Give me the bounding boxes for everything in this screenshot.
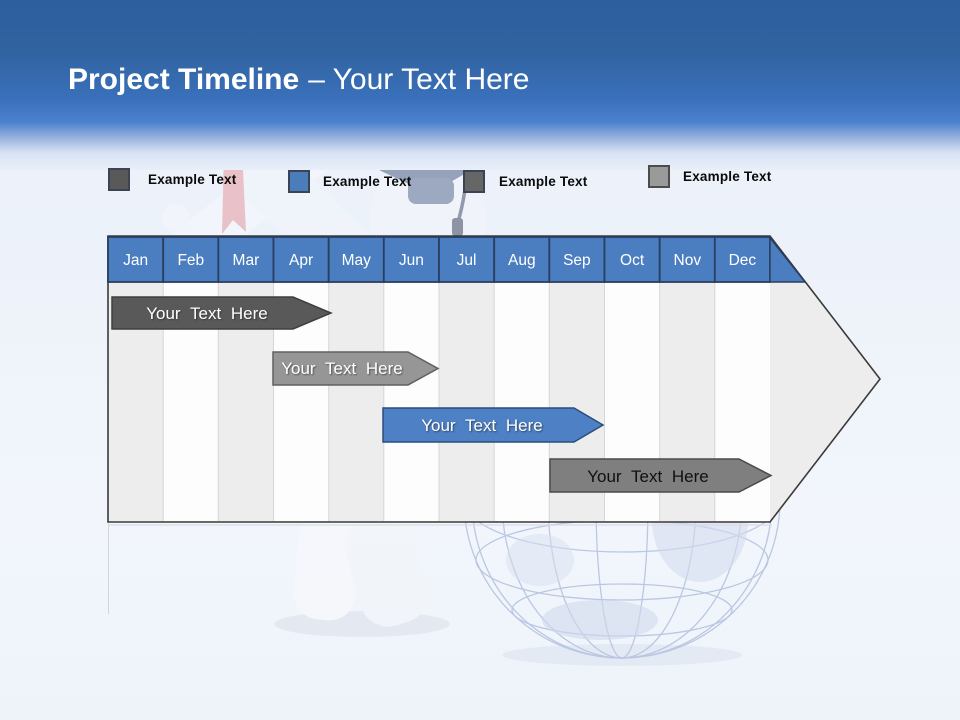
month-label: Mar (233, 252, 260, 269)
month-header-cell (382, 236, 440, 283)
bar-label: Your Text Here (146, 304, 268, 323)
month-label: Sep (563, 252, 591, 269)
month-label: Feb (177, 252, 204, 269)
month-label: Apr (289, 252, 313, 269)
timeline-bar-1 (111, 296, 333, 330)
month-header-cell (272, 236, 330, 283)
timeline-bar-3 (382, 407, 605, 443)
bar-label: Your Text Here (421, 416, 543, 435)
legend-swatch-darkgray (108, 168, 130, 191)
month-header-cell (603, 236, 661, 283)
page-title-main: Project Timeline (68, 63, 300, 96)
graduate-legs-illustration (274, 511, 450, 637)
month-header-cell (107, 236, 165, 283)
month-label: Oct (620, 252, 645, 269)
month-label: May (342, 252, 372, 269)
month-header-cell (713, 236, 771, 283)
legend-label: Example Text (323, 174, 412, 189)
month-label: Aug (508, 252, 536, 269)
month-label: Nov (674, 252, 702, 269)
legend-item: Example Text (463, 170, 587, 193)
month-labels: Jan Feb Mar Apr May Jun Jul Aug Sep Oct … (123, 252, 756, 269)
page-title: Project Timeline– Your Text Here (68, 60, 529, 100)
bar-label: Your Text Here (281, 359, 403, 378)
legend-label: Example Text (499, 174, 588, 189)
month-label: Jan (123, 252, 148, 269)
month-label: Dec (729, 252, 757, 269)
legend-swatch-blue (288, 170, 310, 193)
month-header-cell (493, 236, 551, 283)
task-bars: Your Text Here Your Text Here Your Text … (111, 296, 773, 493)
legend-item: Example Text (288, 170, 411, 193)
legend-item: Example Text (108, 168, 236, 191)
title-banner (0, 0, 960, 170)
legend-item: Example Text (648, 165, 771, 188)
bar-label: Your Text Here (587, 467, 709, 486)
month-header-wedge (769, 235, 807, 283)
month-header-cell (438, 236, 496, 283)
timeline-bar-4 (549, 458, 773, 493)
month-label: Jun (399, 252, 424, 269)
legend-label: Example Text (683, 169, 772, 184)
month-header-cell (162, 236, 220, 283)
timeline-bar-2 (272, 351, 440, 386)
page-title-subtitle: – Your Text Here (308, 63, 530, 96)
month-header-row (107, 235, 807, 283)
legend-swatch-gray (463, 170, 485, 193)
month-label: Jul (457, 252, 477, 269)
legend-label: Example Text (148, 172, 237, 187)
legend-swatch-lightgray (648, 165, 670, 188)
